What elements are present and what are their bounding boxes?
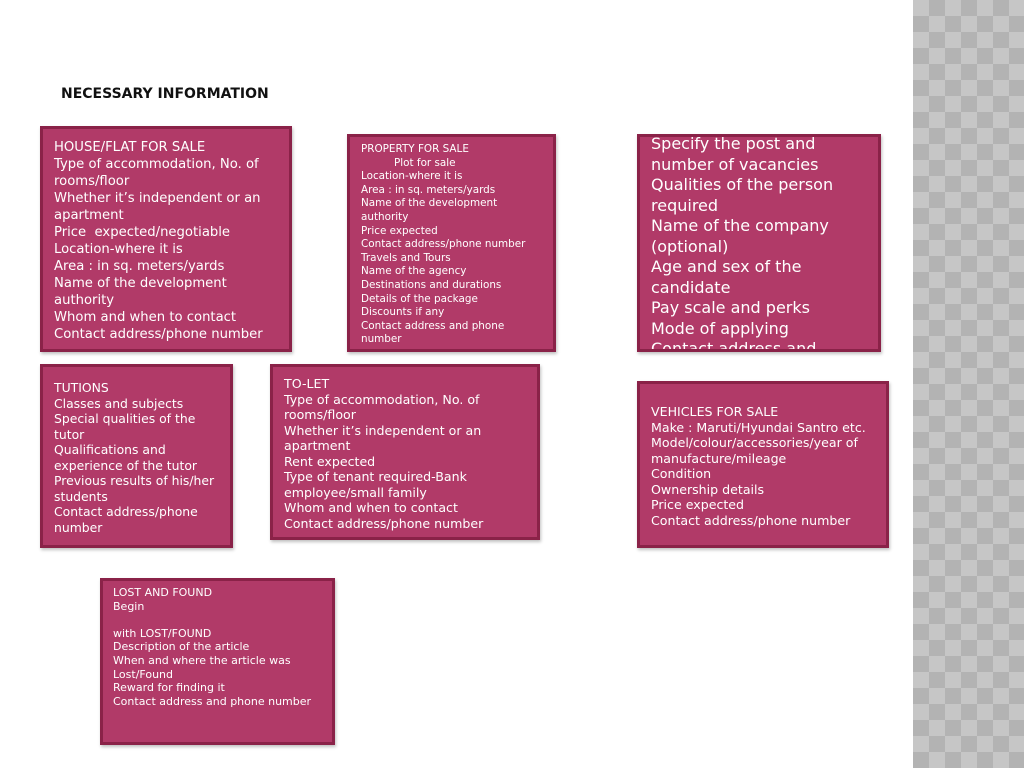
box-line: Contact address/phone number <box>284 515 484 531</box>
box-line: Contact address/phone number <box>361 238 526 251</box>
box-line: Pay scale and perks <box>651 298 810 317</box>
box-line: TO-LET <box>284 376 330 391</box>
box-line: TUTIONS <box>54 380 109 395</box>
box-line: Details of the package <box>361 292 478 305</box>
box-line: Type of tenant required-Bank employee/sm… <box>284 469 471 500</box>
box-to-let: TO-LET Type of accommodation, No. of roo… <box>270 364 540 540</box>
box-line: Specify the post and number of vacancies <box>651 134 821 174</box>
box-line: with LOST/FOUND <box>113 626 212 640</box>
box-line: Price expected/negotiable <box>54 225 231 240</box>
box-line: Price expected <box>361 224 438 237</box>
box-line: Name of the agency <box>361 265 467 278</box>
box-line: Travels and Tours <box>361 251 451 264</box>
box-line: Location-where it is <box>54 242 183 257</box>
box-line: Name of the development authority <box>361 197 501 223</box>
box-line: Whom and when to contact <box>284 500 458 515</box>
box-line: Whether it’s independent or an apartment <box>54 191 265 223</box>
box-line: Contact address/phone number <box>651 512 851 528</box>
box-line: Destinations and durations <box>361 278 502 291</box>
box-line: LOST AND FOUND <box>113 586 213 599</box>
page-title: NECESSARY INFORMATION <box>61 86 269 102</box>
box-line: Qualities of the person required <box>651 175 839 215</box>
box-line: VEHICLES FOR SALE <box>651 404 779 419</box>
box-line <box>113 613 324 627</box>
box-house-flat-for-sale: HOUSE/FLAT FOR SALE Type of accommodatio… <box>40 126 292 352</box>
box-line: Rent expected <box>284 453 376 469</box>
box-line: Name of the company (optional) <box>651 216 834 256</box>
box-line: Ownership details <box>651 481 765 497</box>
box-situations-vacant: Specify the post and number of vacancies… <box>637 134 881 352</box>
box-line: PROPERTY FOR SALE <box>361 143 469 155</box>
box-line: Discounts if any <box>361 306 445 319</box>
box-line: Price expected <box>651 497 745 512</box>
box-vehicles-for-sale: VEHICLES FOR SALE Make : Maruti/Hyundai … <box>637 381 889 548</box>
box-line: Area : in sq. meters/yards <box>361 183 496 196</box>
box-line: Model/colour/accessories/year of manufac… <box>651 435 862 466</box>
box-line: Area : in sq. meters/yards <box>54 259 225 274</box>
box-line: Plot for sale <box>361 156 456 169</box>
box-line: Description of the article <box>113 640 250 654</box>
box-line: Special qualities of the tutor <box>54 411 200 442</box>
box-line: HOUSE/FLAT FOR SALE <box>54 140 206 155</box>
box-lost-and-found: LOST AND FOUND Begin with LOST/FOUND Des… <box>100 578 335 745</box>
box-line: Reward for finding it <box>113 681 225 695</box>
box-line: Begin <box>113 599 145 613</box>
side-decorative-pattern <box>913 0 1024 768</box>
box-line: Whom and when to contact <box>54 310 237 325</box>
box-line: Contact address and phone number <box>113 694 312 708</box>
box-line: Make : Maruti/Hyundai Santro etc. <box>651 419 866 435</box>
box-line: Contact address and <box>651 339 817 352</box>
box-line: Contact address/phone number <box>54 327 263 342</box>
box-tutions: TUTIONS Classes and subjects Special qua… <box>40 364 233 548</box>
box-line: When and where the article was Lost/Foun… <box>113 653 295 681</box>
box-line: Contact address and phone number <box>361 319 508 346</box>
box-line: Qualifications and experience of the tut… <box>54 442 198 473</box>
box-content: Specify the post and number of vacancies… <box>651 134 870 352</box>
box-line: Mode of applying <box>651 318 789 338</box>
box-line: Type of accommodation, No. of rooms/floo… <box>54 157 263 189</box>
box-property-for-sale: PROPERTY FOR SALE Plot for sale Location… <box>347 134 556 352</box>
box-line: Age and sex of the candidate <box>651 257 807 297</box>
box-line: Type of accommodation, No. of rooms/floo… <box>284 391 484 423</box>
box-line: Classes and subjects <box>54 395 184 411</box>
box-line: Condition <box>651 466 712 481</box>
box-line: Previous results of his/her students <box>54 473 219 504</box>
box-line: Location-where it is <box>361 170 463 183</box>
box-line: Name of the development authority <box>54 276 232 308</box>
box-line: Whether it’s independent or an apartment <box>284 422 486 454</box>
box-line: Contact address/phone number <box>54 504 202 535</box>
